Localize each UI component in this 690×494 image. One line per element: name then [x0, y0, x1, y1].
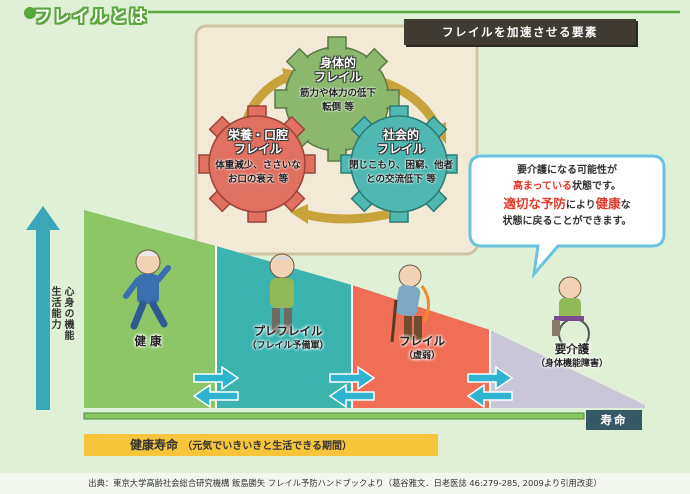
lifespan-label: 寿命 [586, 410, 642, 430]
healthy-life-bar [84, 434, 438, 456]
bubble-line-1: 要介護になる可能性が [517, 165, 617, 176]
stage-care-area [490, 330, 645, 408]
stage-care-label: 要介護 （身体機能障害） [510, 342, 634, 370]
speech-bubble [468, 154, 666, 279]
stage-prefrailty-sub: （フレイル予備軍） [247, 340, 329, 351]
gear-nutrition-desc-2: お口の衰え 等 [227, 174, 289, 186]
stage-prefrailty-title: プレフレイル [253, 324, 323, 338]
bubble-line-4: 状態に戻ることができます。 [502, 215, 632, 227]
healthy-life-label: 健康寿命 [130, 438, 179, 452]
y-axis-label: 心身の機能 生活能力 [49, 286, 73, 341]
transition-arrows-2-icon [328, 365, 376, 409]
gear-nutrition-desc-1: 体重減少、ささいな [215, 159, 301, 171]
bubble-line-3-emphasis-1: 適切な予防 [503, 196, 566, 211]
wheelchair-person-icon [552, 276, 590, 350]
frailty-person-icon [390, 264, 430, 343]
gear-nutrition-title-1: 栄養・口腔 [227, 128, 288, 142]
gear-nutrition-title-2: フレイル [233, 142, 282, 157]
gear-nutrition-text: 栄養・口腔 フレイル 体重減少、ささいな お口の衰え 等 [199, 128, 317, 186]
bubble-line-2: 高まっている状態です。 [474, 179, 660, 195]
stage-frailty-title: フレイル [399, 334, 445, 348]
gear-nutrition-icon [198, 105, 316, 223]
gear-physical-title-2: フレイル [313, 70, 362, 85]
title-dot-icon [24, 7, 36, 19]
factors-label: フレイルを加速させる要素 [404, 19, 636, 45]
stage-frailty-label: フレイル （虚弱） [372, 334, 472, 362]
y-axis-arrow-icon [26, 206, 60, 230]
stage-slope [26, 206, 645, 420]
gear-social-title-1: 社会的 [382, 128, 419, 142]
stage-healthy-label: 健 康 [118, 334, 178, 350]
bubble-line-2-emphasis: 高まっている [512, 180, 573, 192]
source-footer: 出典：東京大学高齢社会総合研究機構 飯島勝矢 フレイル予防ハンドブックより（葛谷… [0, 473, 690, 494]
gear-physical-title-1: 身体的 [319, 56, 356, 70]
stage-care-sub: （身体機能障害） [535, 358, 608, 369]
gear-social-icon [340, 105, 458, 223]
gear-social-desc-2: との交流低下 等 [366, 174, 436, 186]
gear-cycle [198, 36, 458, 224]
bubble-line-3-rest: な [620, 200, 631, 211]
bubble-line-3-mid: により [565, 200, 596, 211]
bubble-line-3: 適切な予防により健康な [474, 194, 660, 214]
stage-healthy-area [84, 210, 216, 408]
gear-social-title-2: フレイル [376, 142, 425, 157]
transition-arrows-3-icon [466, 365, 514, 409]
gear-social-text: 社会的 フレイル 閉じこもり、困窮、他者 との交流低下 等 [336, 128, 466, 186]
bubble-line-3-emphasis-2: 健康 [595, 196, 621, 211]
y-axis-bar [36, 228, 50, 410]
cycle-arrow-social-to-nutrition [302, 209, 390, 224]
gear-social-desc-1: 閉じこもり、困窮、他者 [348, 159, 454, 171]
stage-frailty-area [352, 285, 490, 408]
healthy-life-sub: （元気でいきいきと生活できる期間） [182, 441, 353, 452]
gear-physical-desc-2: 転倒 等 [322, 102, 354, 114]
healthy-life-text: 健康寿命 （元気でいきいきと生活できる期間） [130, 436, 352, 456]
stage-healthy-title: 健 康 [134, 334, 162, 348]
stage-care-title: 要介護 [554, 342, 590, 356]
bubble-line-2-rest: 状態です。 [572, 180, 622, 192]
prefrailty-person-icon [269, 253, 295, 334]
transition-arrows-1-icon [192, 365, 240, 409]
stage-prefrailty-label: プレフレイル （フレイル予備軍） [228, 324, 348, 352]
gear-physical-text: 身体的 フレイル 筋力や体力の低下 転倒 等 [273, 56, 403, 114]
title-underline [24, 7, 680, 19]
lifespan-bar [83, 412, 585, 420]
page-title: フレイルとは [34, 7, 148, 27]
healthy-person-icon [123, 249, 171, 330]
stage-frailty-sub: （虚弱） [403, 350, 440, 361]
speech-bubble-text: 要介護になる可能性が 高まっている状態です。 適切な予防により健康な 状態に戻る… [474, 163, 660, 229]
gear-physical-desc-1: 筋力や体力の低下 [299, 87, 376, 99]
